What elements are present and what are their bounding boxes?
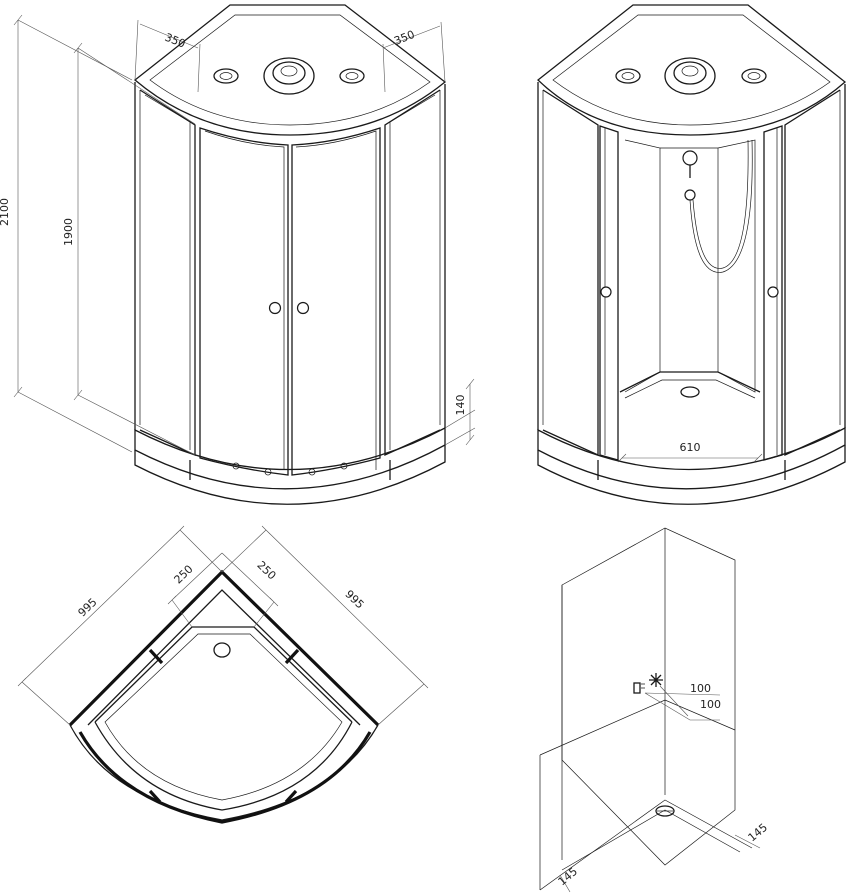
dim-floor-left: 145	[556, 865, 580, 888]
front-view: 2100 1900 140 350 350	[0, 4, 476, 505]
open-view: 610	[537, 4, 847, 505]
roof-shower-head	[263, 57, 315, 95]
roof-light-right	[339, 68, 365, 84]
roof-light-left	[213, 68, 239, 84]
dim-total-height: 2100	[0, 198, 11, 226]
mixer-tap	[682, 150, 698, 201]
door-handles	[268, 301, 310, 315]
plan-clips	[148, 648, 300, 804]
plan-view: 995 995 250 250	[17, 525, 429, 824]
door-rollers	[232, 462, 348, 476]
dim-door-height: 1900	[62, 218, 75, 246]
dim-plan-inner-right: 250	[254, 559, 278, 583]
dim-top-left: 350	[163, 31, 187, 51]
dim-opening-width: 610	[680, 441, 701, 454]
water-and-power-symbols	[633, 673, 663, 694]
dim-plan-left: 995	[76, 596, 100, 620]
dim-install-a: 100	[690, 682, 711, 695]
install-view: 100 100 145 145	[539, 527, 770, 893]
dim-plan-inner-left: 250	[172, 563, 196, 587]
dim-top-right: 350	[392, 28, 416, 48]
dim-floor-right: 145	[746, 821, 770, 844]
dim-install-b: 100	[700, 698, 721, 711]
dim-tray-height: 140	[454, 395, 467, 416]
